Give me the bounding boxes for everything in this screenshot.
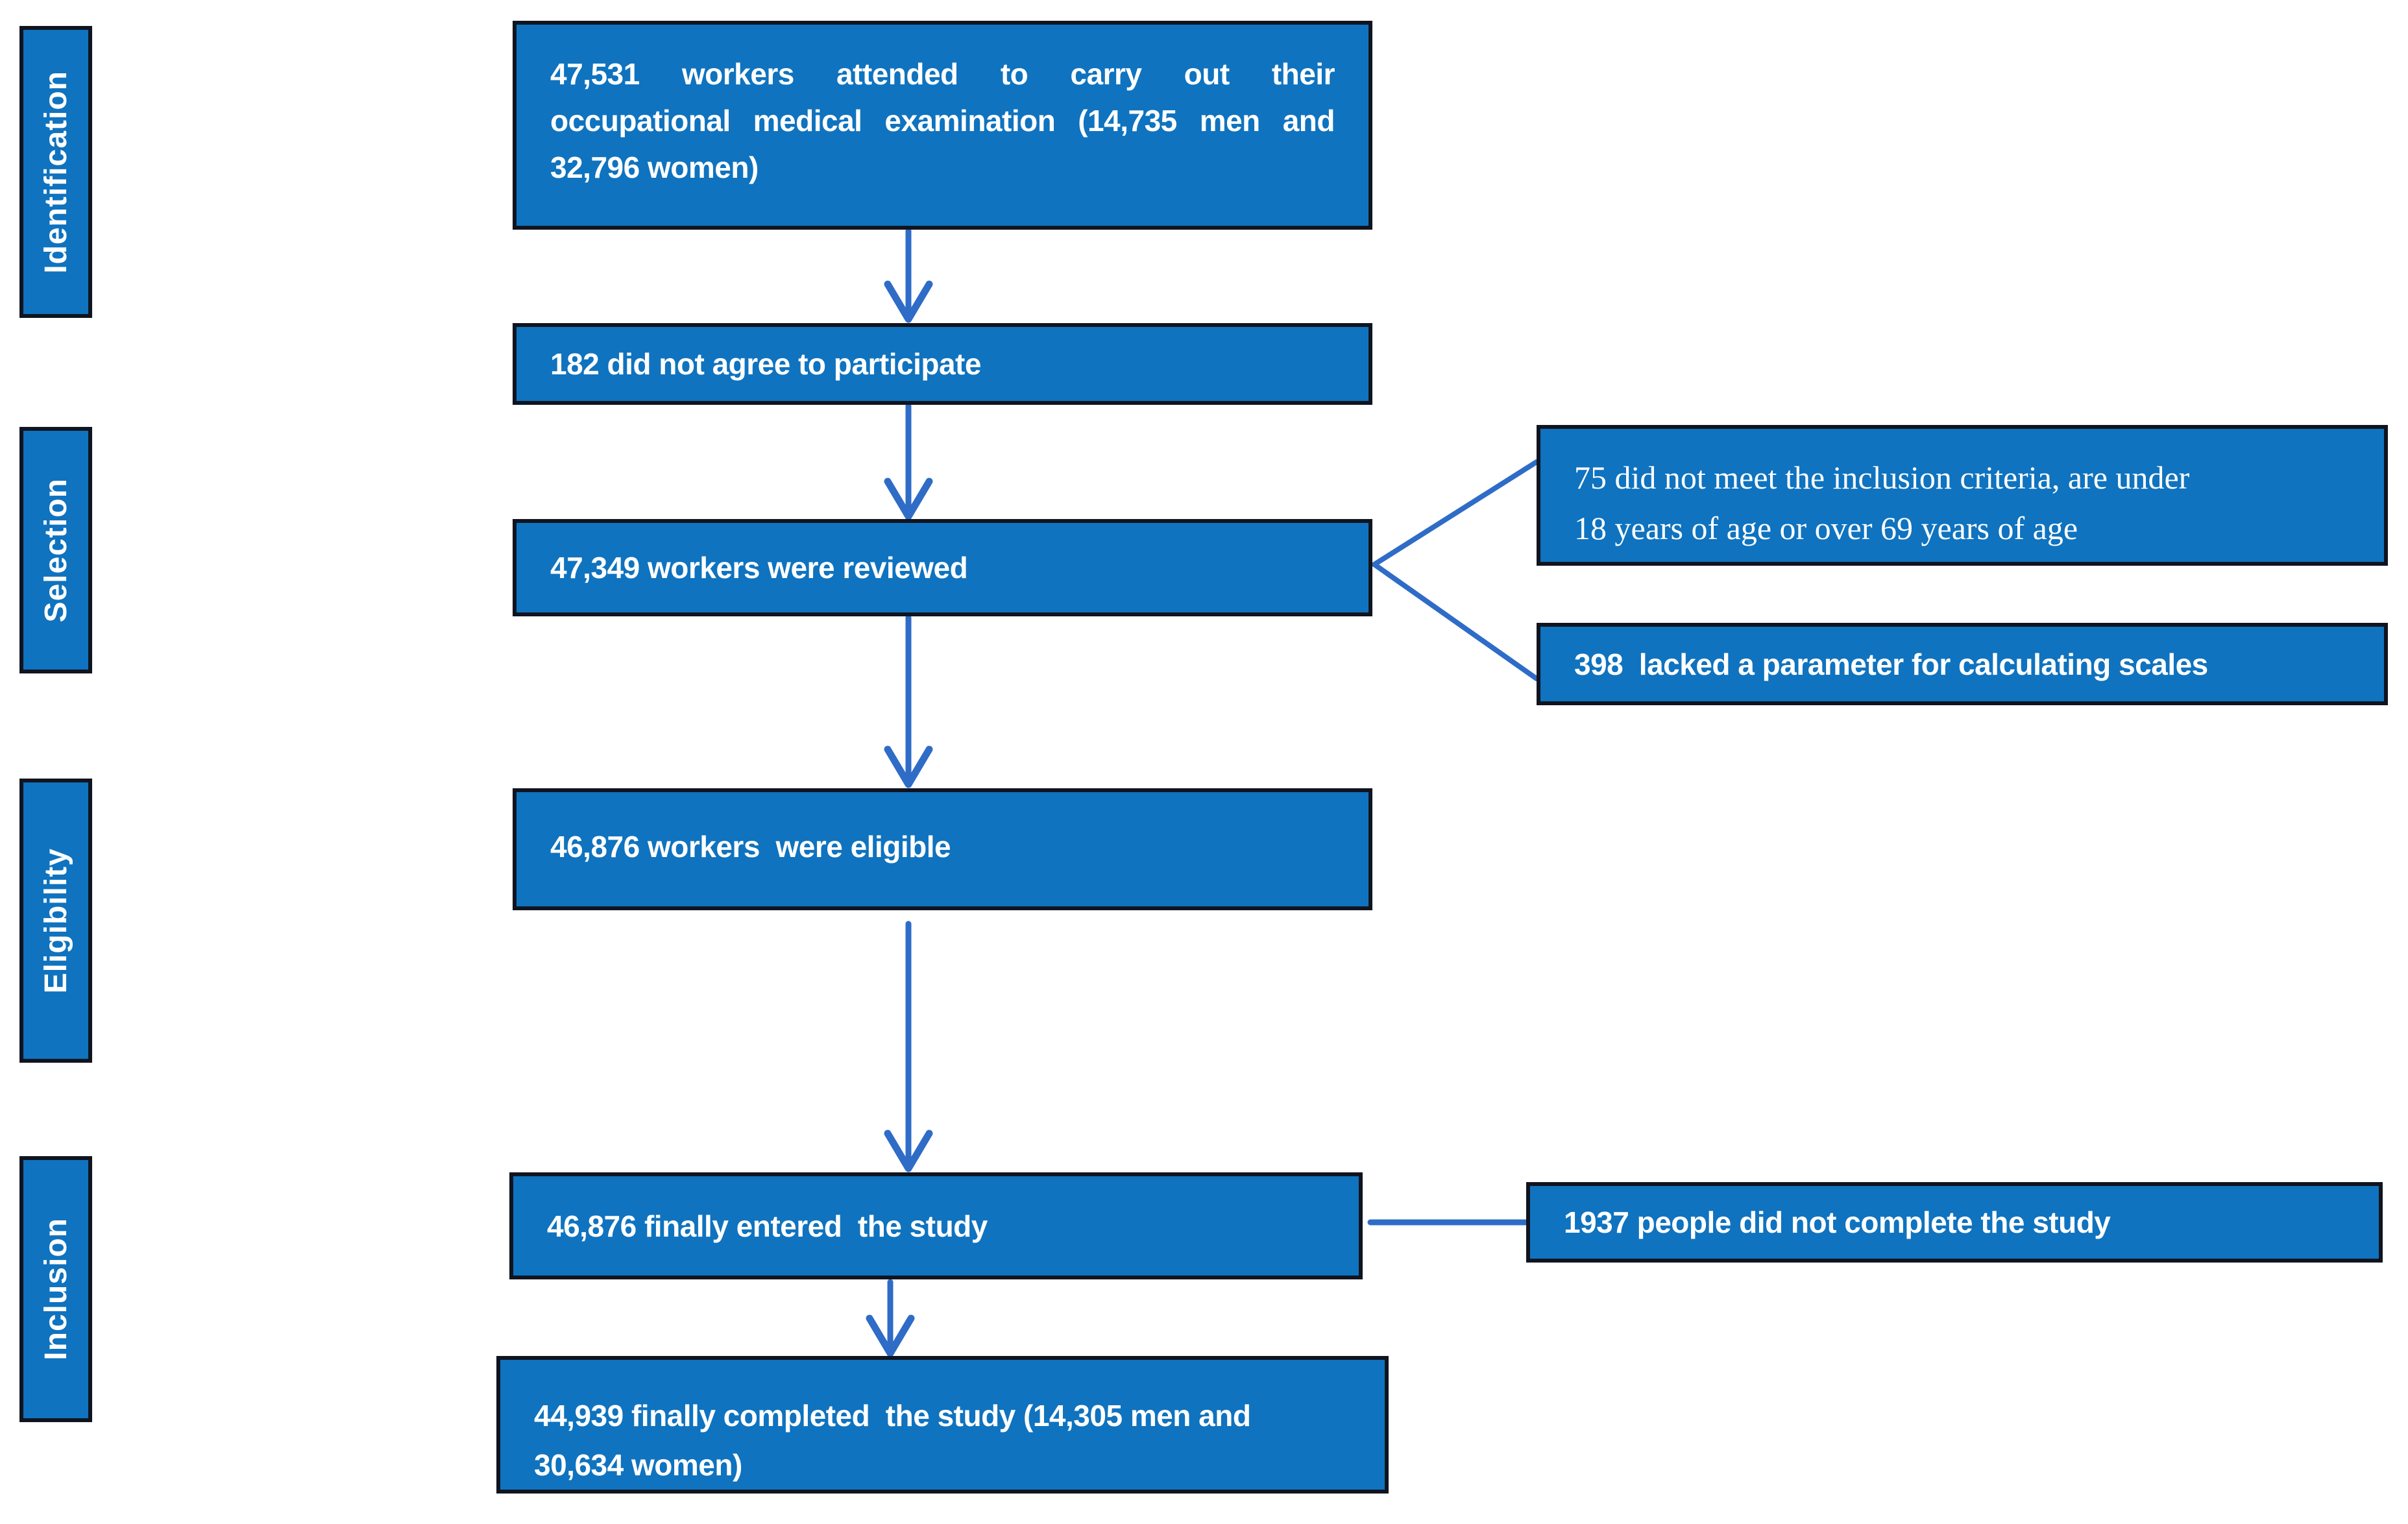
box-eligible-text: 46,876 workers were eligible [550, 830, 951, 864]
box-entered-text: 46,876 finally entered the study [547, 1209, 988, 1243]
fork-reviewed-to-exclusions [1372, 459, 1539, 681]
box-completed: 44,939 finally completed the study (14,3… [496, 1356, 1389, 1494]
box-lacked-parameter: 398 lacked a parameter for calculating s… [1537, 623, 2388, 705]
box-completed-line2: 30,634 women) [534, 1448, 742, 1482]
box-did-not-complete-text: 1937 people did not complete the study [1564, 1205, 2111, 1239]
stage-inclusion-label: Inclusion [38, 1218, 73, 1361]
stage-selection-label: Selection [38, 478, 73, 623]
stage-eligibility-label: Eligibility [38, 847, 73, 994]
box-reviewed-text: 47,349 workers were reviewed [550, 551, 968, 585]
box-attended-line1: 47,531 workers attended to carry out the… [550, 57, 1335, 91]
stage-eligibility: Eligibility [19, 779, 92, 1063]
box-attended-line2: occupational medical examination (14,735… [550, 104, 1335, 138]
stage-selection: Selection [19, 427, 92, 673]
box-attended-line3: 32,796 women) [550, 151, 759, 184]
box-did-not-agree: 182 did not agree to participate [513, 323, 1372, 405]
box-attended: 47,531 workers attended to carry out the… [513, 21, 1372, 230]
box-completed-line1: 44,939 finally completed the study (14,3… [534, 1399, 1251, 1433]
arrow-eligible-to-entered [884, 921, 933, 1172]
arrow-attended-to-didnotagree [884, 228, 933, 323]
box-entered: 46,876 finally entered the study [509, 1172, 1363, 1279]
stage-inclusion: Inclusion [19, 1156, 92, 1422]
arrow-reviewed-to-eligible [884, 614, 933, 788]
box-eligible: 46,876 workers were eligible [513, 788, 1372, 910]
box-inclusion-criteria-line2: 18 years of age or over 69 years of age [1574, 510, 2078, 546]
box-did-not-agree-text: 182 did not agree to participate [550, 347, 981, 381]
box-inclusion-criteria-line1: 75 did not meet the inclusion criteria, … [1574, 459, 2190, 496]
stage-identification: Identification [19, 26, 92, 318]
box-lacked-parameter-text: 398 lacked a parameter for calculating s… [1574, 647, 2208, 681]
box-inclusion-criteria: 75 did not meet the inclusion criteria, … [1537, 425, 2388, 566]
box-reviewed: 47,349 workers were reviewed [513, 519, 1372, 616]
arrow-entered-to-completed [866, 1279, 915, 1357]
arrow-didnotagree-to-reviewed [884, 403, 933, 520]
box-did-not-complete: 1937 people did not complete the study [1526, 1182, 2383, 1263]
stage-identification-label: Identification [38, 70, 73, 274]
